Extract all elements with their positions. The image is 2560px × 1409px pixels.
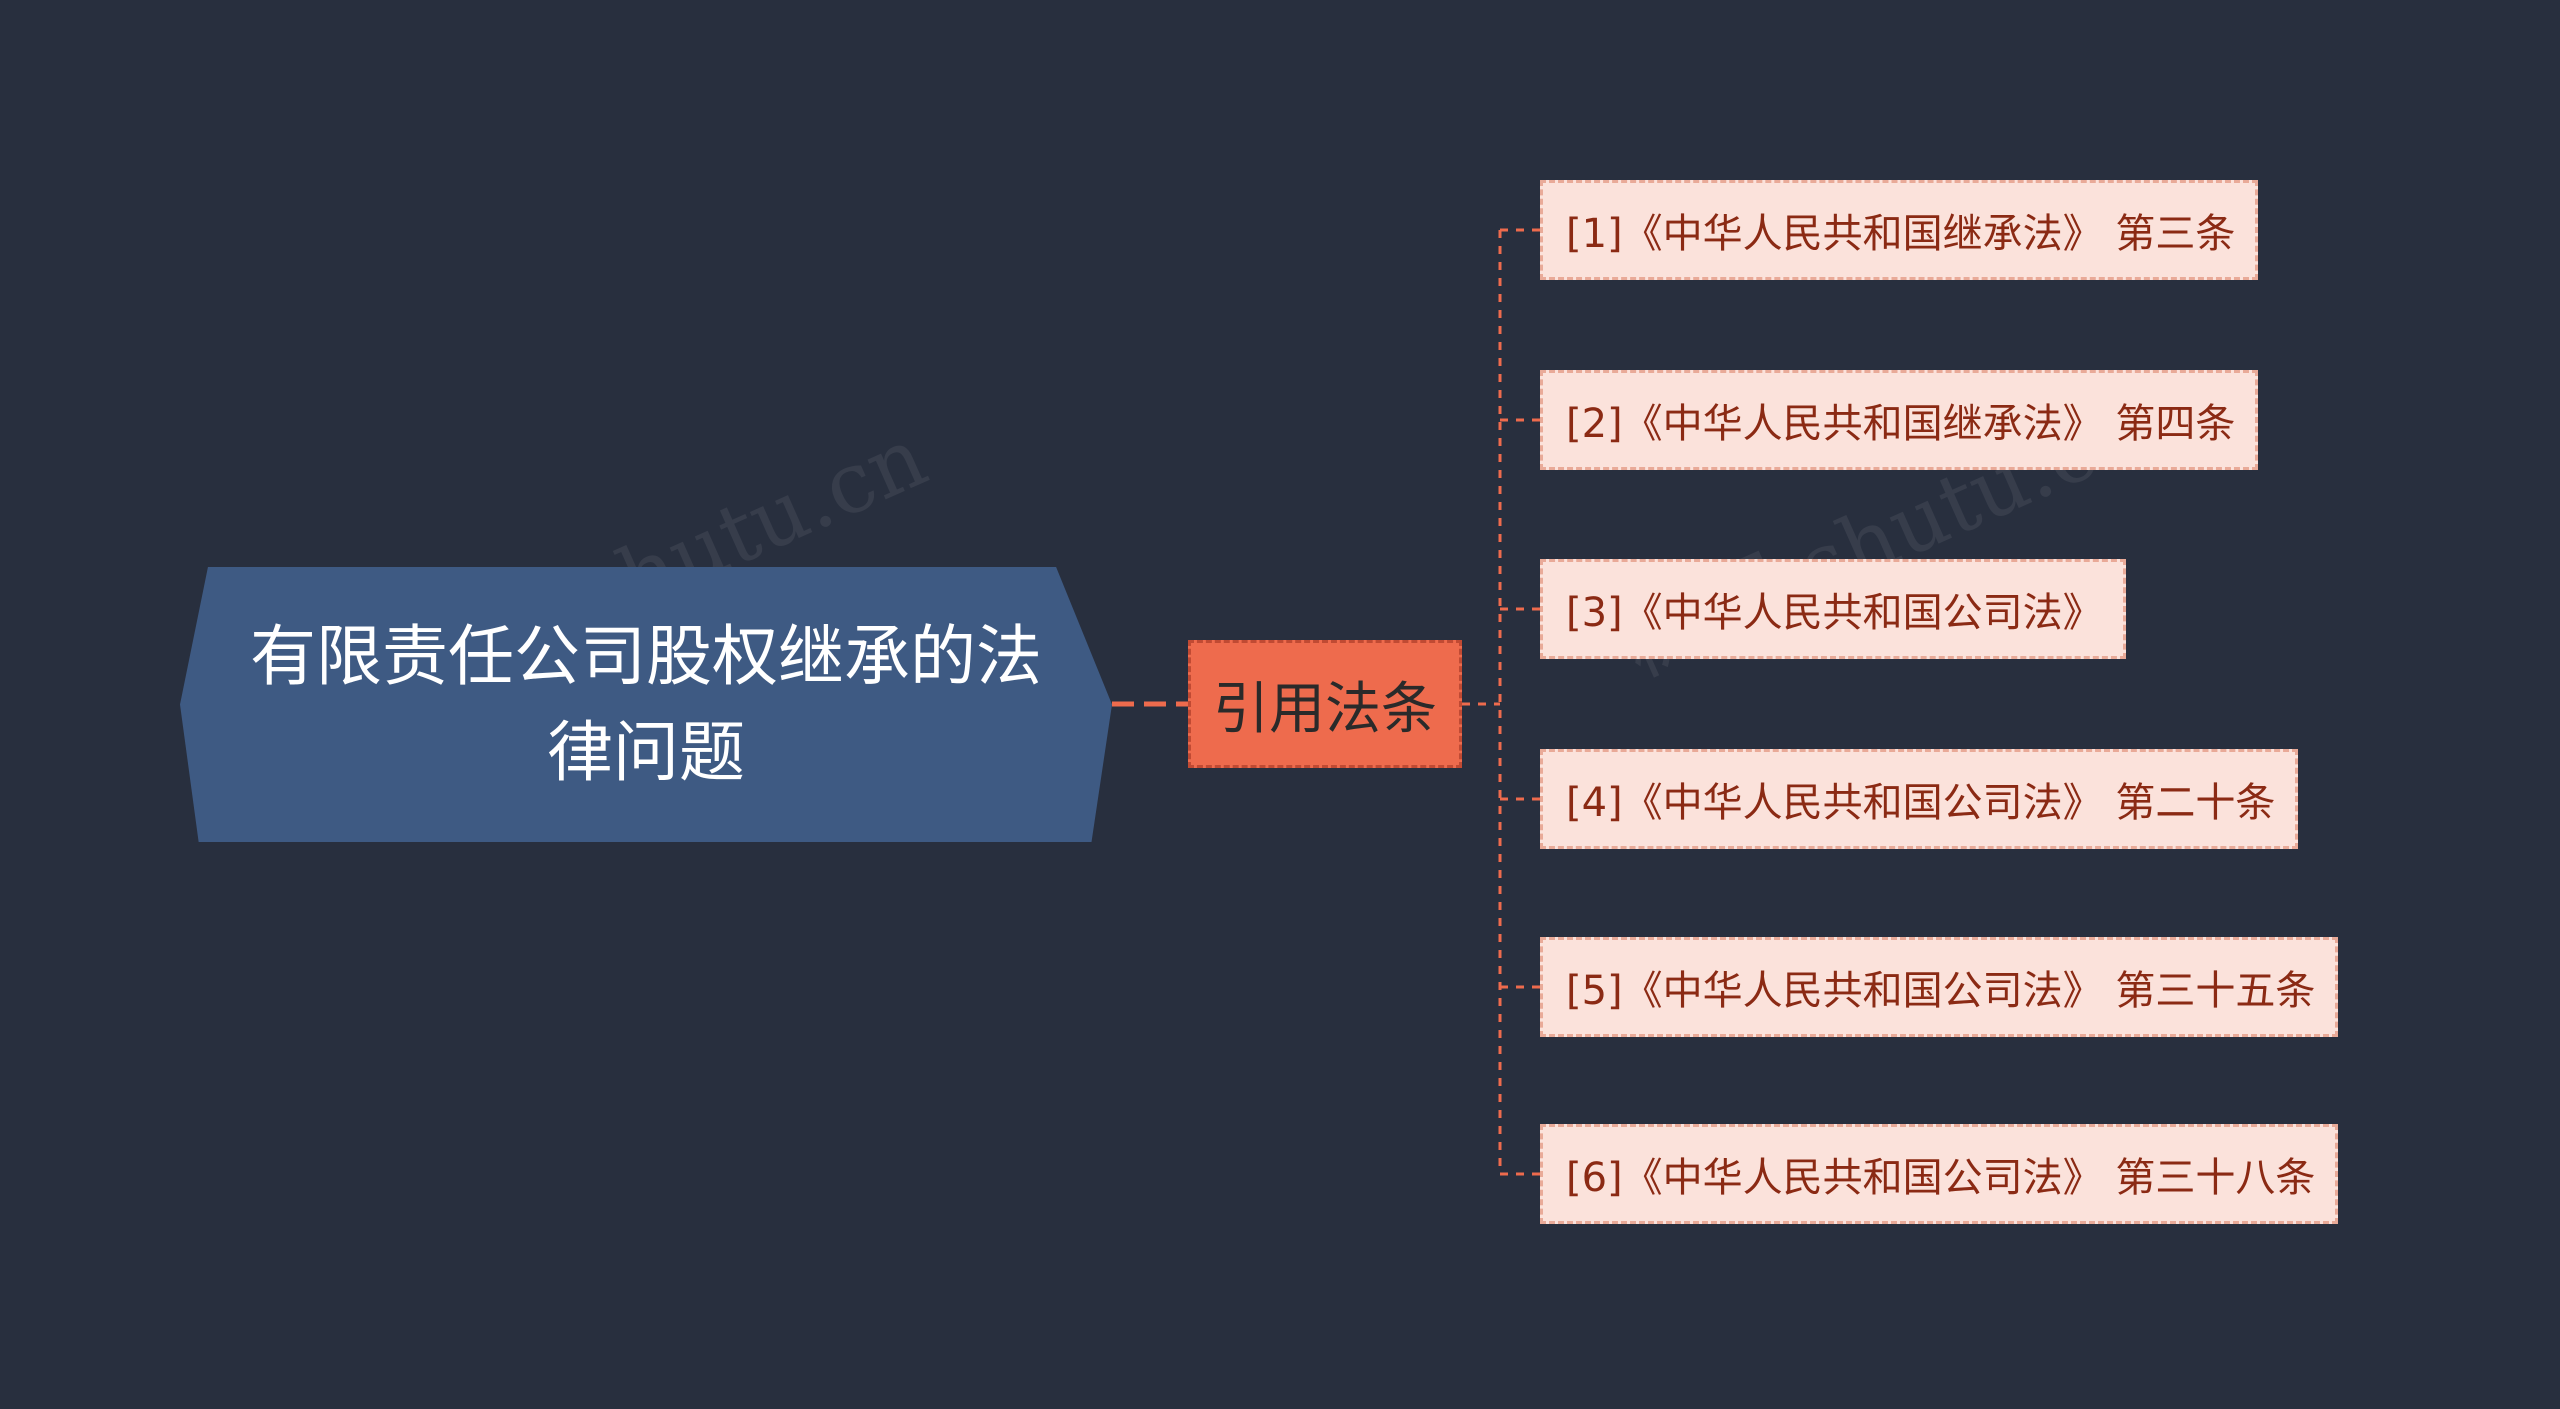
leaf-topic-node[interactable]: [2]《中华人民共和国继承法》 第四条	[1540, 370, 2259, 470]
leaf-topic-node[interactable]: [4]《中华人民共和国公司法》 第二十条	[1540, 749, 2299, 849]
leaf-topic-text: [5]《中华人民共和国公司法》 第三十五条	[1566, 968, 2316, 1014]
root-topic-node[interactable]: 有限责任公司股权继承的法律问题	[180, 567, 1112, 842]
leaf-topic-text: [6]《中华人民共和国公司法》 第三十八条	[1566, 1155, 2316, 1201]
leaf-topic-text: [3]《中华人民共和国公司法》	[1566, 590, 2103, 636]
leaf-topic-text: [4]《中华人民共和国公司法》 第二十条	[1566, 780, 2276, 826]
branch-topic-node[interactable]: 引用法条	[1188, 640, 1462, 768]
leaf-topic-node[interactable]: [3]《中华人民共和国公司法》	[1540, 559, 2126, 659]
leaf-topic-text: [1]《中华人民共和国继承法》 第三条	[1566, 211, 2236, 257]
branch-topic-text: 引用法条	[1213, 676, 1437, 742]
leaf-topic-node[interactable]: [5]《中华人民共和国公司法》 第三十五条	[1540, 937, 2339, 1037]
leaf-topic-node[interactable]: [1]《中华人民共和国继承法》 第三条	[1540, 180, 2259, 280]
root-topic-text: 有限责任公司股权继承的法律问题	[250, 617, 1042, 791]
leaf-topic-text: [2]《中华人民共和国继承法》 第四条	[1566, 401, 2236, 447]
leaf-topic-node[interactable]: [6]《中华人民共和国公司法》 第三十八条	[1540, 1124, 2339, 1224]
